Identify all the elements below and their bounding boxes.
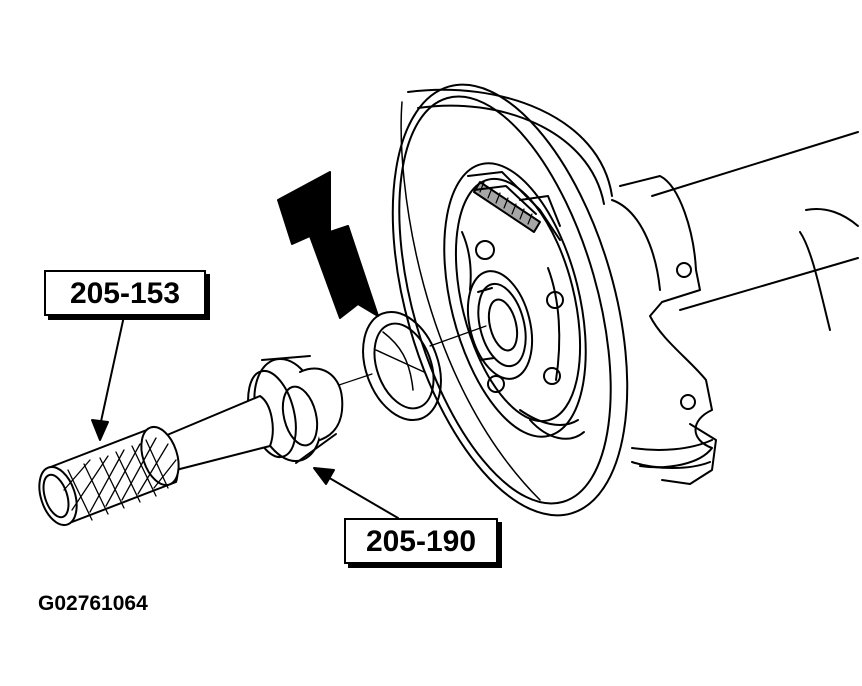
hub-grease-seal: [362, 310, 442, 422]
brake-shield: [391, 83, 629, 517]
axle-housing: [651, 131, 859, 331]
tool-label-205-190: 205-190: [344, 518, 498, 564]
handle-tool: [38, 395, 274, 527]
leader-line-205-153: [91, 315, 125, 441]
hub-bearing-bore: [466, 270, 534, 380]
figure-id: G02761064: [38, 592, 148, 615]
indicator-arrow: [277, 171, 379, 319]
steering-knuckle: [611, 175, 717, 485]
tool-label-205-153: 205-153: [44, 270, 206, 316]
alignment-centerline: [329, 325, 487, 389]
brake-backing-plate: [443, 162, 587, 440]
leader-line-205-190: [313, 467, 399, 519]
